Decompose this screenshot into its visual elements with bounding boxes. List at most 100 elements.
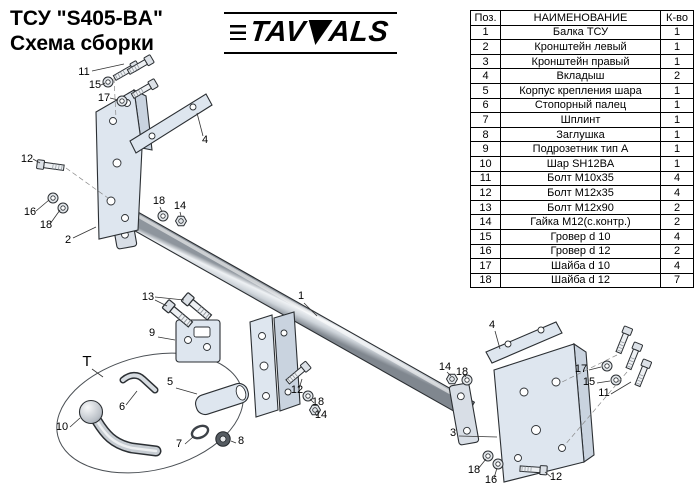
- name-cell: Болт M10x35: [500, 170, 661, 187]
- name-cell: Стопорный палец: [500, 97, 661, 114]
- callout-5: 5: [167, 376, 173, 388]
- pos-cell: 2: [470, 39, 501, 55]
- qty-cell: 1: [660, 39, 694, 55]
- name-cell: Шайба d 10: [500, 258, 661, 274]
- washer-icon: [47, 192, 59, 204]
- centerlines: [65, 77, 628, 447]
- name-cell: Кронштейн левый: [500, 39, 661, 55]
- bolt-m10-icon: [623, 341, 644, 371]
- ball-hitch-detail: [56, 291, 249, 474]
- left-bracket-assembly: [35, 54, 213, 240]
- pos-cell: 5: [470, 82, 501, 99]
- pos-cell: 1: [470, 24, 501, 41]
- name-cell: Шар SH12BA: [500, 155, 661, 172]
- callout-4: 4: [202, 134, 208, 146]
- name-cell: Кронштейн правый: [500, 53, 661, 70]
- qty-cell: 4: [660, 228, 694, 245]
- callout-16: 16: [485, 474, 497, 486]
- callout-3: 3: [450, 427, 456, 439]
- brand-logo: TAV ALS: [224, 12, 397, 54]
- bolt-m10-icon: [632, 358, 653, 388]
- washer-icon: [482, 450, 494, 462]
- name-cell: Шплинт: [500, 112, 661, 128]
- pos-cell: 3: [470, 53, 501, 70]
- callout-2: 2: [65, 234, 71, 246]
- pos-cell: 14: [470, 214, 501, 230]
- pos-cell: 16: [470, 243, 501, 260]
- name-cell: Шайба d 12: [500, 272, 661, 289]
- callout-T: T: [82, 353, 91, 370]
- name-cell: Болт M12x90: [500, 199, 661, 216]
- qty-cell: 1: [660, 141, 694, 157]
- callout-12: 12: [291, 384, 303, 396]
- callout-11: 11: [598, 387, 609, 399]
- callout-4: 4: [489, 319, 495, 331]
- qty-cell: 4: [660, 258, 694, 274]
- cotter-ring: [190, 424, 210, 440]
- callout-14: 14: [174, 200, 186, 212]
- washer-icon: [157, 210, 169, 222]
- pos-cell: 10: [470, 155, 501, 172]
- qty-cell: 1: [660, 24, 694, 41]
- name-cell: Вкладыш: [500, 68, 661, 84]
- name-cell: Гровер d 10: [500, 228, 661, 245]
- qty-cell: 1: [660, 155, 694, 172]
- name-cell: Болт M12x35: [500, 185, 661, 201]
- callout-18: 18: [468, 464, 480, 476]
- pos-cell: 13: [470, 199, 501, 216]
- callout-18: 18: [153, 195, 165, 207]
- pos-cell: 7: [470, 112, 501, 128]
- pos-cell: 18: [470, 272, 501, 289]
- callout-17: 17: [98, 92, 110, 104]
- callout-16: 16: [24, 206, 36, 218]
- nut-icon: [175, 215, 187, 227]
- callout-12: 12: [21, 153, 33, 165]
- pos-cell: 6: [470, 97, 501, 114]
- callout-18: 18: [456, 366, 468, 378]
- washer-icon: [492, 458, 504, 470]
- name-cell: Балка ТСУ: [500, 24, 661, 41]
- qty-cell: 2: [660, 243, 694, 260]
- socket-plate: [175, 319, 221, 363]
- title-block: ТСУ "S405-BA" Схема сборки: [10, 6, 163, 56]
- doc-title: ТСУ "S405-BA": [10, 7, 163, 30]
- beam-left-fasteners: [157, 210, 187, 227]
- washer-icon: [116, 95, 128, 107]
- qty-cell: 1: [660, 126, 694, 143]
- callout-13: 13: [142, 291, 154, 303]
- qty-cell: 1: [660, 82, 694, 99]
- pos-cell: 9: [470, 141, 501, 157]
- name-cell: Гайка M12(с.контр.): [500, 214, 661, 230]
- qty-cell: 2: [660, 214, 694, 230]
- qty-cell: 1: [660, 112, 694, 128]
- callout-14: 14: [439, 361, 451, 373]
- beam-right-end-plate: [448, 382, 480, 446]
- qty-cell: 1: [660, 53, 694, 70]
- leader-lines: [32, 63, 632, 479]
- callout-12: 12: [550, 471, 562, 483]
- washer-icon: [610, 374, 622, 386]
- col-header-qty: К-во: [660, 10, 694, 26]
- pos-cell: 11: [470, 170, 501, 187]
- name-cell: Корпус крепления шара: [500, 82, 661, 99]
- logo-text-left: TAV: [248, 16, 307, 48]
- col-header-pos: Поз.: [470, 10, 501, 26]
- callout-9: 9: [149, 327, 155, 339]
- table-header-row: Поз. НАИМЕНОВАНИЕ К-во: [470, 10, 694, 26]
- callout-18: 18: [40, 219, 52, 231]
- callout-11: 11: [78, 66, 89, 78]
- callout-15: 15: [89, 79, 101, 91]
